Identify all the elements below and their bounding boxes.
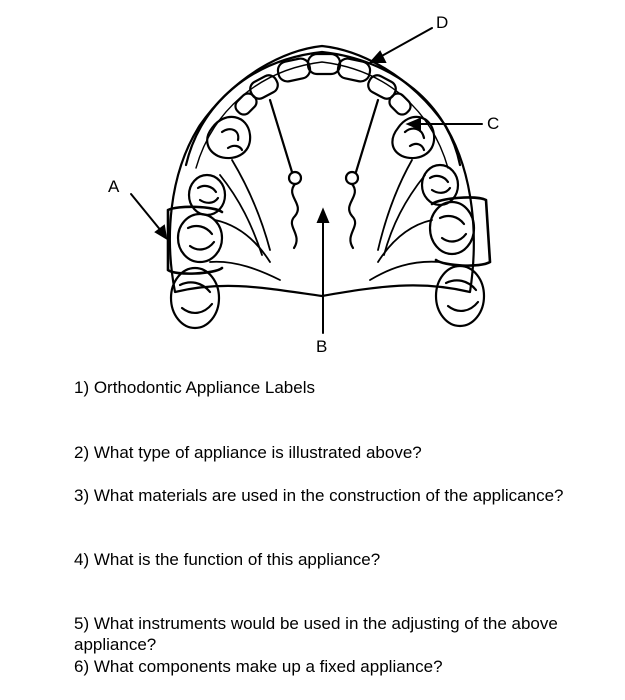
label-d: D	[436, 13, 449, 32]
label-a: A	[108, 177, 120, 196]
finger-springs	[268, 98, 380, 250]
palatal-wires	[209, 159, 441, 281]
label-c: C	[487, 114, 500, 133]
question-2: 2) What type of appliance is illustrated…	[74, 443, 422, 462]
adams-clasp-left	[166, 205, 224, 275]
arrow-a	[130, 193, 163, 233]
adams-clasp-right	[430, 196, 492, 267]
removable-appliance-diagram	[130, 27, 492, 334]
question-5: 5) What instruments would be used in the…	[74, 614, 558, 654]
anterior-teeth	[234, 52, 412, 116]
question-1: 1) Orthodontic Appliance Labels	[74, 378, 315, 397]
arrow-d	[377, 27, 433, 59]
left-premolars	[169, 173, 227, 330]
question-4: 4) What is the function of this applianc…	[74, 550, 381, 569]
label-b: B	[316, 337, 328, 356]
canine-teeth	[206, 115, 436, 160]
question-6: 6) What components make up a fixed appli…	[74, 657, 443, 676]
labial-bow-wire	[184, 50, 462, 167]
right-premolars	[420, 163, 486, 328]
question-3: 3) What materials are used in the constr…	[74, 486, 564, 505]
